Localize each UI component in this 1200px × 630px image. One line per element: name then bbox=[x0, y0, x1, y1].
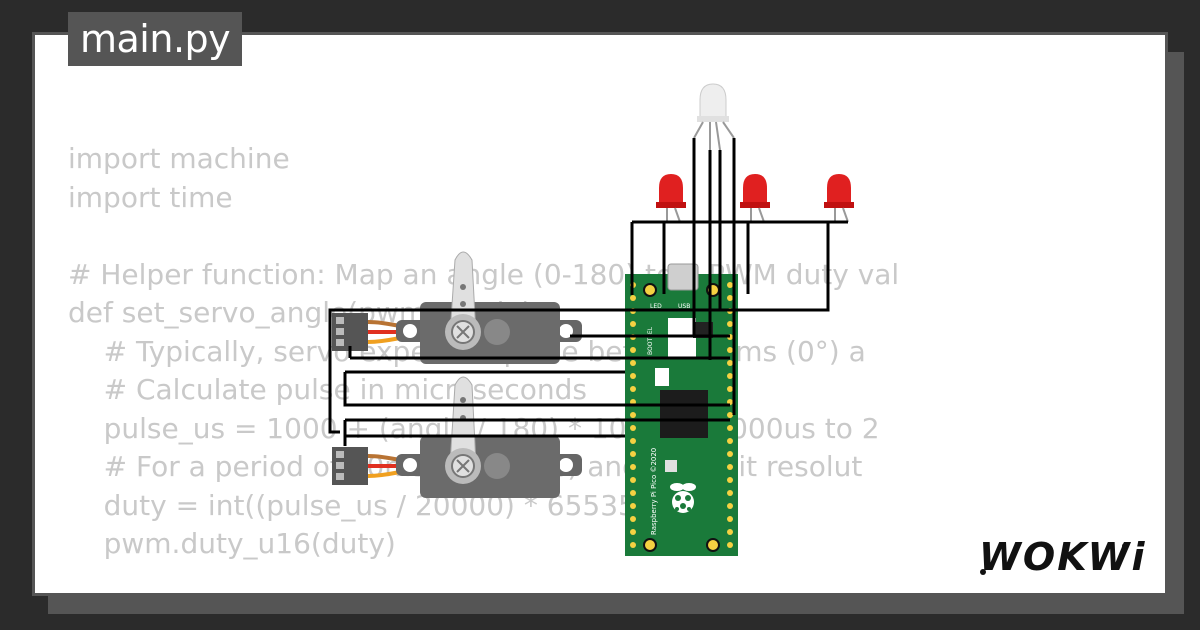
filename-tab[interactable]: main.py bbox=[68, 12, 243, 66]
board-name-label: Raspberry Pi Pico ©2020 bbox=[650, 448, 658, 535]
usb-label: USB bbox=[678, 303, 690, 310]
red-led-2[interactable] bbox=[740, 174, 770, 223]
red-led-lens bbox=[659, 174, 683, 206]
red-led-lens bbox=[743, 174, 767, 206]
code-line: import machine bbox=[68, 142, 290, 175]
wires bbox=[328, 138, 848, 446]
wokwi-logo-text: WOKWi bbox=[979, 535, 1147, 579]
bootsel-label: BOOTSEL bbox=[647, 326, 654, 355]
red-led-1[interactable] bbox=[656, 174, 686, 223]
code-line: # Calculate pulse in microseconds bbox=[68, 373, 587, 406]
rgb-led-lens bbox=[699, 83, 727, 119]
servo-2[interactable] bbox=[332, 376, 582, 498]
red-led-3[interactable] bbox=[824, 174, 854, 223]
rgb-led[interactable] bbox=[693, 83, 735, 151]
raspberry-pi-logo-icon bbox=[670, 483, 696, 513]
servo-1[interactable] bbox=[332, 251, 582, 364]
red-led-lens bbox=[827, 174, 851, 206]
usb-port bbox=[667, 263, 699, 291]
code-line: pwm.duty_u16(duty) bbox=[68, 527, 396, 560]
led-label: LED bbox=[650, 303, 662, 310]
wokwi-logo: WOKWi bbox=[979, 535, 1147, 579]
pico-board[interactable]: USB LED BOOTSEL Raspberry Pi Pico ©2020 bbox=[625, 263, 738, 556]
code-line: import time bbox=[68, 180, 233, 214]
bootsel-button[interactable] bbox=[668, 318, 696, 358]
preview-card bbox=[32, 32, 1168, 596]
wire bbox=[343, 372, 730, 407]
code-line: # Helper function: Map an angle (0-180) … bbox=[68, 257, 900, 291]
wire bbox=[328, 222, 830, 434]
rp2040-chip bbox=[660, 390, 708, 438]
